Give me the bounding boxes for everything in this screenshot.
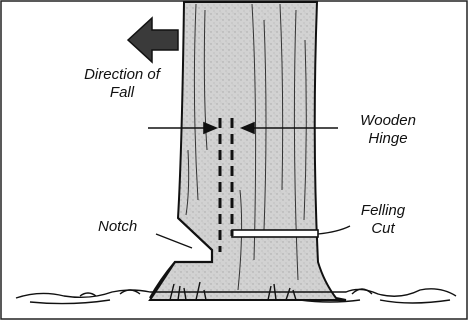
label-felling-cut: Felling Cut — [348, 202, 418, 238]
label-hinge-line-1: Wooden — [348, 112, 428, 130]
label-direction-line-2: Fall — [62, 84, 182, 102]
tree-trunk — [150, 2, 346, 300]
label-felling-line-2: Cut — [348, 220, 418, 238]
label-direction-line-1: Direction of — [62, 66, 182, 84]
felling-cut-slot — [232, 230, 318, 237]
notch-leader-line — [156, 234, 192, 248]
felling-leader-line — [318, 226, 350, 234]
label-direction-of-fall: Direction of Fall — [62, 66, 182, 102]
label-hinge-line-2: Hinge — [348, 130, 428, 148]
label-notch-text: Notch — [98, 218, 137, 236]
label-notch: Notch — [98, 218, 137, 236]
label-wooden-hinge: Wooden Hinge — [348, 112, 428, 148]
direction-arrow-icon — [128, 18, 178, 62]
label-felling-line-1: Felling — [348, 202, 418, 220]
